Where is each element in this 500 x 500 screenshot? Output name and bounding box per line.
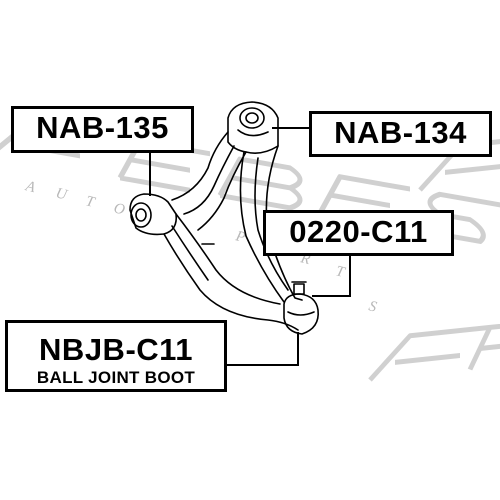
label-nab-135: NAB-135 [11, 106, 194, 153]
part-number-0220-c11: 0220-C11 [289, 214, 428, 249]
front-bushing-eye [130, 202, 152, 228]
part-number-nbjb-c11: NBJB-C11 [39, 332, 193, 367]
watermark-letter: S [367, 298, 379, 315]
label-nab-134: NAB-134 [309, 111, 492, 157]
front-bushing-core [135, 208, 147, 222]
front-bushing-housing [129, 193, 178, 236]
leader-nbjb [226, 332, 299, 366]
watermark-letter: O [112, 200, 127, 218]
watermark-letter: A [23, 178, 38, 196]
watermark-letter: T [84, 193, 98, 211]
ball-joint-body [283, 293, 319, 335]
part-description: BALL JOINT BOOT [36, 368, 196, 387]
leader-lines [149, 127, 351, 366]
rear-bushing-eye [239, 107, 265, 129]
label-nbjb-c11: NBJB-C11 BALL JOINT BOOT [5, 320, 227, 392]
lower-arm-edge [163, 233, 299, 331]
label-0220-c11: 0220-C11 [263, 210, 454, 256]
arm-inner-edge [239, 151, 285, 303]
rear-bushing-core [245, 112, 259, 124]
control-arm-drawing [129, 101, 319, 335]
ball-joint-stud [293, 283, 305, 295]
watermark-letter: P [233, 228, 247, 246]
watermark-logo-bottom [368, 318, 500, 382]
part-number-nab-135: NAB-135 [36, 110, 169, 145]
upper-web-edge [171, 131, 229, 201]
watermark-letter: U [54, 185, 70, 203]
leader-0220 [312, 256, 351, 297]
part-number-nab-134: NAB-134 [334, 115, 467, 150]
watermark-letter: T [334, 263, 348, 281]
watermark-logos [0, 119, 500, 382]
